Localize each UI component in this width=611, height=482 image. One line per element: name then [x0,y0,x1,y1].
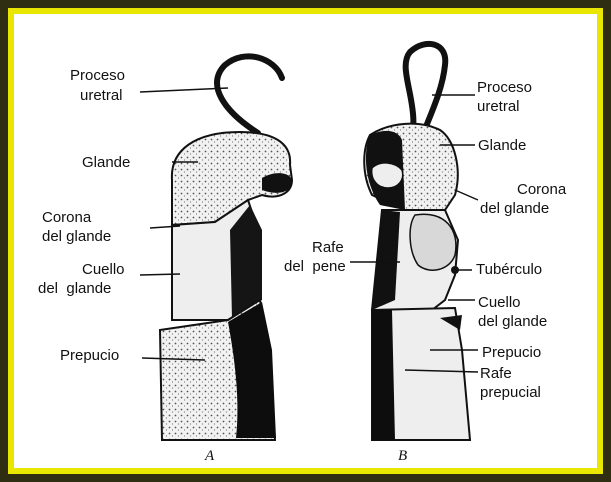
label-rafe-prepucial-2: prepucial [480,384,541,401]
uretral-process-a [217,56,282,133]
label-corona-b-2: del glande [480,200,549,217]
label-corona-a-1: Corona [42,209,92,226]
caption-b: B [398,448,407,464]
label-proceso-b-2: uretral [477,98,520,115]
label-proceso-b-1: Proceso [477,79,532,96]
meatus-a [262,173,292,193]
label-glande-b: Glande [478,137,526,154]
label-glande-a: Glande [82,154,130,171]
label-rafe-prepucial-1: Rafe [480,365,512,382]
label-cuello-a-1: Cuello [82,261,125,278]
label-cuello-a-2: del glande [38,280,111,297]
figure-a-drawing [160,56,292,440]
label-rafe-pene-1: Rafe [312,239,344,256]
label-corona-a-2: del glande [42,228,111,245]
label-cuello-b-2: del glande [478,313,547,330]
label-corona-b-1: Corona [517,181,567,198]
label-prepucio-a: Prepucio [60,347,119,364]
label-proceso-a-2: uretral [80,87,123,104]
label-proceso-a-1: Proceso [70,67,125,84]
prepuce-shadow-b [372,310,395,440]
label-prepucio-b: Prepucio [482,344,541,361]
caption-a: A [204,448,215,464]
figure-b-drawing [364,44,470,440]
label-tuberculo: Tubérculo [476,261,542,278]
label-cuello-b-1: Cuello [478,294,521,311]
meatus-b [372,163,403,188]
label-rafe-pene-2: del pene [284,258,346,275]
